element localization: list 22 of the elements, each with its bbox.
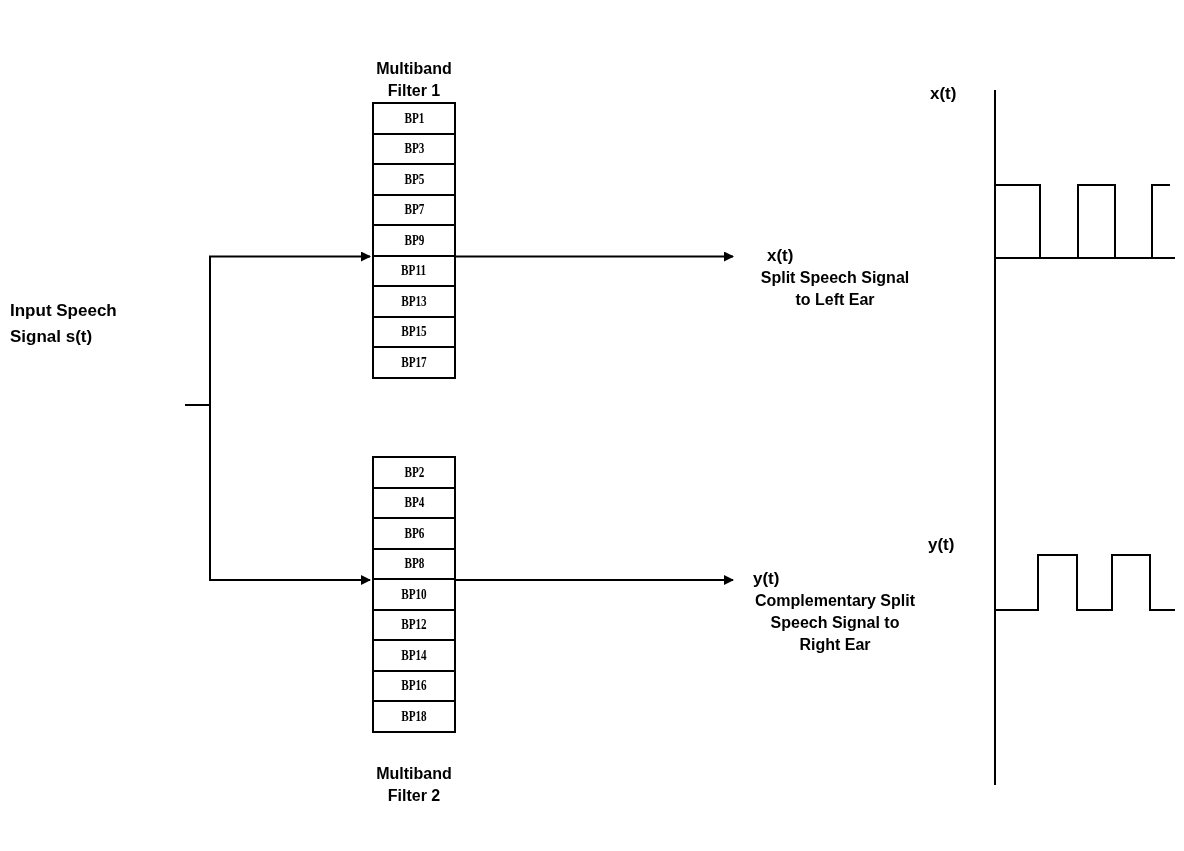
arrow xyxy=(184,404,371,585)
band-pass-filter: BP1 xyxy=(372,102,456,135)
band-pass-filter: BP9 xyxy=(372,224,456,257)
filter-heading: Multiband Filter 2 xyxy=(375,764,453,806)
band-pass-filter: BP10 xyxy=(372,578,456,611)
signal-name: x(t) xyxy=(766,245,794,267)
band-pass-filter: BP2 xyxy=(372,456,456,489)
band-pass-filter: BP6 xyxy=(372,517,456,550)
filter-heading: Multiband Filter 1 xyxy=(375,59,453,101)
axis-label: y(t) xyxy=(928,535,955,555)
arrow xyxy=(455,575,734,585)
axis-label: x(t) xyxy=(930,84,957,104)
band-pass-filter: BP5 xyxy=(372,163,456,196)
signal-name: y(t) xyxy=(752,568,780,590)
band-pass-filter: BP18 xyxy=(372,700,456,733)
band-pass-filter: BP14 xyxy=(372,639,456,672)
band-pass-filter: BP13 xyxy=(372,285,456,318)
signal-description: Complementary Split Speech Signal to Right Ear xyxy=(754,591,916,655)
arrow xyxy=(455,251,734,262)
signal-description: Split Speech Signal to Left Ear xyxy=(759,268,911,310)
band-pass-filter: BP17 xyxy=(372,346,456,379)
input-label: Input Speech Signal s(t) xyxy=(10,300,118,348)
